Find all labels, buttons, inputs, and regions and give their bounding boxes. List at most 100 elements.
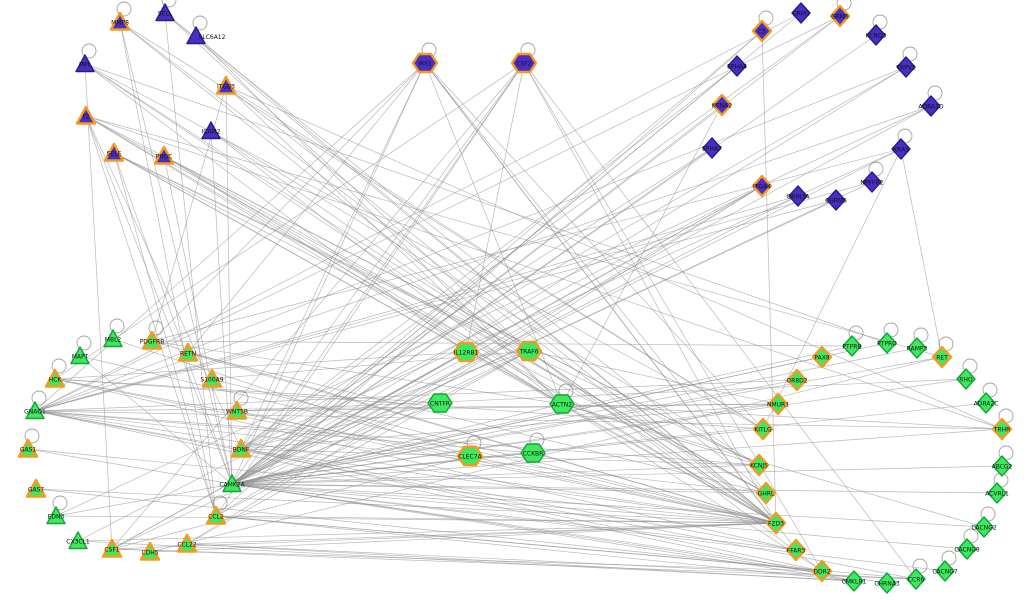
node-CNTFR[interactable]: CNTFR bbox=[427, 393, 453, 413]
triangle-node-shape bbox=[201, 368, 223, 388]
diamond-node-shape bbox=[931, 345, 953, 369]
self-loop bbox=[31, 390, 47, 406]
edge-line bbox=[35, 488, 777, 524]
edge-line bbox=[35, 488, 823, 572]
node-CCL22[interactable]: CCL22 bbox=[176, 533, 198, 553]
node-PROC[interactable]: PROC bbox=[153, 145, 175, 165]
edge-line bbox=[231, 345, 853, 485]
node-GRM5[interactable]: GRM5 bbox=[829, 4, 851, 28]
edge-line bbox=[34, 62, 426, 412]
node-KRAS[interactable]: KRAS bbox=[891, 138, 911, 160]
edge-line bbox=[561, 403, 985, 528]
edge-line bbox=[164, 12, 767, 494]
triangle-node-shape bbox=[109, 11, 131, 31]
node-RETN[interactable]: RETN bbox=[177, 342, 199, 362]
node-CSF2[interactable]: CSF2 bbox=[510, 52, 538, 74]
edge-line bbox=[84, 63, 467, 353]
edge-line bbox=[900, 148, 943, 358]
edge-line bbox=[231, 181, 873, 485]
node-ADRA1D[interactable]: ADRA1D bbox=[918, 95, 944, 117]
diamond-node-shape bbox=[935, 560, 955, 582]
node-CACNG7[interactable]: CACNG7 bbox=[932, 560, 958, 582]
edge-line bbox=[54, 351, 467, 380]
node-PDGFRB[interactable]: PDGFRB bbox=[140, 330, 165, 350]
node-PAX8[interactable]: PAX8 bbox=[811, 345, 833, 369]
hexagon-node-shape bbox=[510, 52, 538, 74]
diamond-node-shape bbox=[791, 2, 811, 24]
edge-line bbox=[240, 402, 441, 450]
node-CHRM5[interactable]: CHRM5 bbox=[825, 189, 847, 211]
node-NMUR1[interactable]: NMUR1 bbox=[767, 392, 789, 416]
node-ACTN2[interactable]: ACTN2 bbox=[549, 394, 575, 414]
edge-line bbox=[561, 403, 760, 466]
node-RET[interactable]: RET bbox=[931, 345, 953, 369]
edge-line bbox=[215, 30, 763, 517]
node-TRHR[interactable]: TRHR bbox=[991, 417, 1013, 441]
diamond-node-shape bbox=[866, 24, 886, 46]
node-FFAR3[interactable]: FFAR3 bbox=[785, 538, 807, 562]
node-GAS7[interactable]: GAS7 bbox=[25, 478, 47, 498]
node-CDH5[interactable]: CDH5 bbox=[139, 541, 161, 561]
diamond-node-shape bbox=[906, 568, 926, 590]
diamond-node-shape bbox=[727, 55, 747, 77]
triangle-node-shape bbox=[222, 474, 242, 493]
edge-layer bbox=[27, 12, 1003, 584]
edge-line bbox=[231, 65, 738, 485]
node-CLEC7A[interactable]: CLEC7A bbox=[456, 445, 484, 467]
edge-line bbox=[77, 522, 777, 542]
triangle-node-shape bbox=[141, 330, 163, 350]
self-loop bbox=[109, 318, 125, 334]
hexagon-node-shape bbox=[456, 445, 484, 467]
edge-line bbox=[231, 483, 777, 524]
node-CHRNA3[interactable]: CHRNA3 bbox=[874, 572, 900, 594]
diamond-node-shape bbox=[974, 516, 994, 538]
edge-line bbox=[163, 155, 233, 485]
edge-line bbox=[240, 147, 713, 450]
diamond-node-shape bbox=[765, 511, 787, 535]
node-SLC6A12[interactable]: SLC6A12 bbox=[186, 26, 226, 45]
edge-line bbox=[111, 62, 525, 550]
self-loop bbox=[192, 15, 208, 31]
node-CCKBR[interactable]: CCKBR bbox=[520, 443, 546, 463]
node-IL12RB1[interactable]: IL12RB1 bbox=[452, 341, 480, 363]
self-loop bbox=[76, 335, 92, 351]
node-CACNG2[interactable]: CACNG2 bbox=[971, 516, 997, 538]
edge-line bbox=[561, 403, 1003, 430]
node-IRS1[interactable]: IRS1 bbox=[411, 52, 439, 74]
node-F2[interactable]: F2 bbox=[75, 105, 97, 125]
edge-line bbox=[111, 548, 823, 572]
node-CX3CL1[interactable]: CX3CL1 bbox=[66, 531, 90, 550]
node-ACVRL1[interactable]: ACVRL1 bbox=[985, 482, 1009, 504]
node-CACNG8[interactable]: CACNG8 bbox=[954, 538, 980, 560]
self-loop bbox=[161, 0, 177, 8]
self-loop bbox=[148, 320, 164, 336]
triangle-node-shape bbox=[205, 505, 227, 525]
edge-line bbox=[85, 115, 1003, 430]
edge-line bbox=[195, 35, 777, 524]
edge-line bbox=[240, 403, 779, 450]
edge-line bbox=[465, 351, 777, 524]
node-ITGA4[interactable]: ITGA4 bbox=[751, 174, 773, 198]
edge-line bbox=[187, 62, 426, 354]
diamond-node-shape bbox=[826, 189, 846, 211]
node-TRAF6[interactable]: TRAF6 bbox=[515, 340, 543, 362]
edge-line bbox=[210, 130, 760, 466]
edge-line bbox=[231, 195, 799, 485]
node-GRM1[interactable]: GRM1 bbox=[791, 2, 811, 24]
node-RHO[interactable]: RHO bbox=[956, 368, 976, 390]
node-DDR2[interactable]: DDR2 bbox=[811, 559, 833, 583]
edge-line bbox=[231, 464, 760, 485]
edge-line bbox=[112, 338, 471, 457]
node-SELE[interactable]: SELE bbox=[103, 142, 125, 162]
edge-line bbox=[111, 350, 530, 550]
node-ICAM2[interactable]: ICAM2 bbox=[201, 121, 221, 140]
node-GRIN3A[interactable]: GRIN3A bbox=[787, 185, 811, 207]
node-CCR6[interactable]: CCR6 bbox=[906, 568, 926, 590]
node-ADRA2C[interactable]: ADRA2C bbox=[974, 392, 999, 414]
edge-line bbox=[77, 185, 763, 542]
edge-line bbox=[111, 548, 917, 580]
edge-line bbox=[240, 62, 525, 450]
node-C5[interactable]: C5 bbox=[751, 19, 773, 43]
